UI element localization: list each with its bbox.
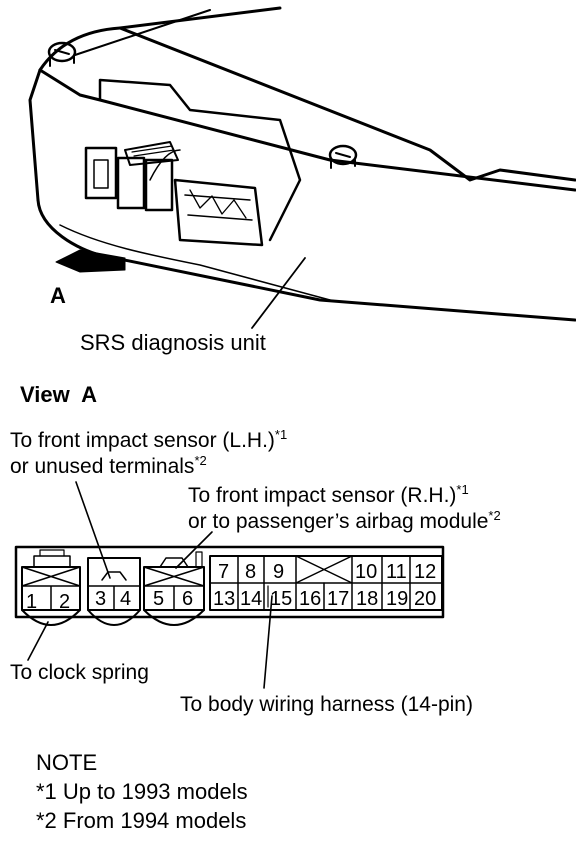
right-sensor-callout-line2: or to passenger’s airbag module*2 (188, 508, 501, 533)
left-sensor-leader-line (75, 481, 111, 579)
right-sensor-leader-line (175, 531, 213, 569)
unit-caption: SRS diagnosis unit (80, 330, 266, 355)
pin-label: 1 (26, 591, 38, 613)
left-sensor-callout-line1: To front impact sensor (L.H.)*1 (10, 427, 288, 452)
pin-label: 13 (213, 588, 236, 610)
pin-label: 10 (355, 561, 378, 583)
connector-14-pin-block (209, 555, 443, 611)
view-arrow (55, 249, 126, 273)
srs-unit-housing (28, 6, 576, 322)
body-harness-callout: To body wiring harness (14-pin) (180, 693, 473, 716)
connector-5-6 (143, 551, 205, 626)
pin-label: 19 (386, 588, 409, 610)
pin-label: 6 (182, 588, 194, 610)
clock-spring-callout: To clock spring (10, 661, 149, 684)
pin-label: 17 (327, 588, 350, 610)
connector-1-2 (21, 549, 81, 626)
caption-leader-line (251, 257, 306, 329)
pin-label: 4 (120, 588, 132, 610)
pin-label: 3 (95, 588, 107, 610)
arrow-a-label: A (50, 283, 66, 308)
mounting-screw-left (47, 41, 77, 67)
pin-label: 2 (59, 591, 71, 613)
pin-label: 14 (240, 588, 263, 610)
mounting-screw-right (328, 144, 358, 169)
pin-label: 18 (356, 588, 379, 610)
clock-spring-leader-line (27, 621, 49, 661)
pin-label: 20 (414, 588, 437, 610)
pin-label: 12 (414, 561, 437, 583)
note-item: *1 Up to 1993 models (36, 779, 248, 804)
pin-label: 16 (299, 588, 322, 610)
right-sensor-callout-line1: To front impact sensor (R.H.)*1 (188, 482, 469, 507)
pin-label: 5 (153, 588, 165, 610)
pin-label: 9 (273, 561, 285, 583)
pin-label: 11 (386, 561, 407, 583)
left-sensor-callout-line2: or unused terminals*2 (10, 453, 207, 478)
pin-label: 7 (218, 561, 230, 583)
unit-connectors (84, 141, 264, 247)
note-item: *2 From 1994 models (36, 808, 247, 833)
connector-3-4 (87, 557, 141, 626)
pin-label: 15 (270, 588, 293, 610)
pin-label: 8 (245, 561, 257, 583)
note-heading: NOTE (36, 750, 98, 775)
body-harness-leader-line (263, 595, 273, 689)
view-title: View A (20, 382, 98, 407)
